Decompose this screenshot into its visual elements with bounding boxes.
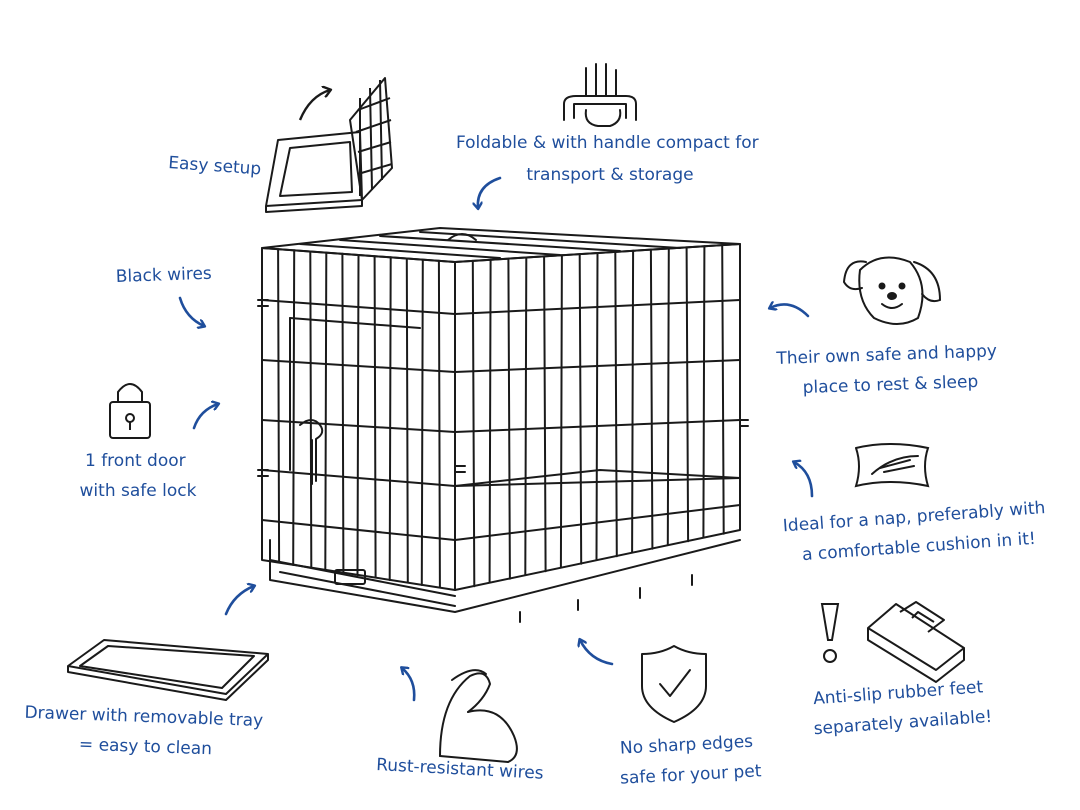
crate-wire — [524, 256, 528, 576]
crate-wire — [292, 249, 296, 566]
label-easy-setup: Easy setup — [168, 153, 262, 179]
label-black-wires: Black wires — [115, 264, 212, 287]
shield-check-icon — [641, 645, 707, 723]
padlock-icon — [109, 383, 151, 439]
label-foldable: Foldable & with handle compact for trans… — [456, 133, 764, 185]
crate-wire — [420, 258, 424, 586]
crate-wire — [471, 259, 476, 588]
arrow-nap — [794, 462, 814, 498]
rubber-foot-icon — [867, 601, 965, 683]
crate-wire — [595, 252, 599, 561]
label-safe-place: Their own safe and happy place to rest &… — [775, 341, 1004, 399]
crate-wire — [507, 257, 511, 580]
dog-face-icon — [842, 256, 942, 325]
arrow-front-door — [192, 404, 218, 430]
flexed-arm-icon — [439, 669, 518, 763]
exclamation-icon — [820, 603, 840, 663]
crate-wire — [405, 257, 409, 584]
crate-wire — [649, 248, 654, 550]
crate-wire — [341, 252, 345, 574]
wire-crate-illustration — [257, 227, 749, 623]
crate-wire — [721, 244, 725, 535]
setup-arrow-icon — [298, 90, 330, 121]
crate-wire — [356, 254, 360, 576]
label-drawer: Drawer with removable tray = easy to cle… — [23, 703, 269, 761]
crate-wire — [614, 250, 618, 558]
carry-handle-icon — [563, 63, 637, 127]
feather-cushion-icon — [854, 443, 930, 488]
tray-icon — [67, 639, 269, 701]
crate-wire — [543, 255, 547, 573]
crate-wire — [631, 249, 635, 554]
callout-arrows — [178, 176, 814, 702]
crate-wire — [373, 255, 377, 579]
label-rust: Rust-resistant wires — [376, 755, 544, 784]
label-nap: Ideal for a nap, preferably with a comfo… — [782, 498, 1053, 567]
label-no-sharp: No sharp edges safe for your pet — [618, 731, 762, 788]
crate-wire — [324, 251, 328, 571]
crate-wire — [437, 259, 441, 589]
crate-wire — [309, 250, 313, 569]
crate-wire — [559, 254, 563, 569]
arrow-rust — [402, 668, 416, 702]
label-front-door: 1 front door with safe lock — [80, 451, 197, 501]
crate-wire — [277, 248, 281, 564]
crate-wire — [388, 256, 392, 581]
folding-crate-icon — [265, 77, 393, 213]
crate-wire — [702, 245, 706, 539]
label-anti-slip: Anti-slip rubber feet separately availab… — [811, 677, 993, 739]
crate-wire — [488, 258, 492, 584]
crate-wire — [685, 246, 690, 543]
arrow-safe-place — [770, 304, 810, 318]
crate-wire — [578, 253, 583, 565]
arrow-foldable — [478, 176, 502, 208]
crate-wire — [666, 247, 670, 546]
arrow-drawer — [224, 586, 254, 616]
arrow-no-sharp — [580, 640, 614, 666]
arrow-black-wires — [178, 296, 204, 326]
